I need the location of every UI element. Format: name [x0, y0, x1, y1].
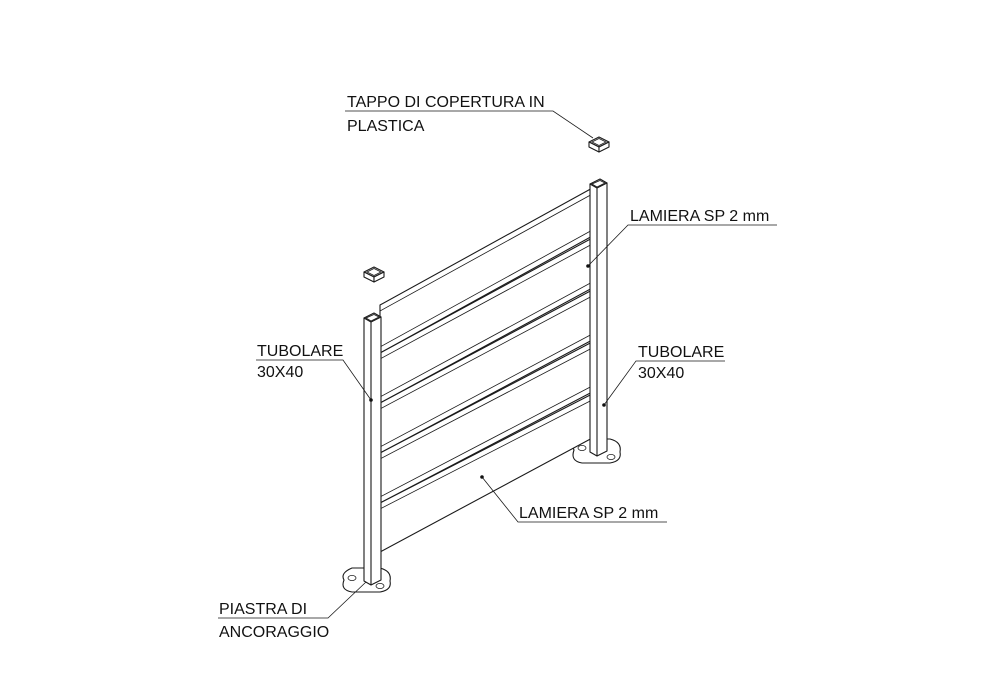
- label-tube-right-line2: 30X40: [638, 365, 684, 382]
- sheet-panels: [379, 185, 597, 553]
- label-cap-line1: TAPPO DI COPERTURA IN: [347, 94, 545, 111]
- plastic-cap-right: [588, 136, 610, 153]
- label-sheet-bottom: LAMIERA SP 2 mm: [519, 505, 658, 522]
- label-plate-line2: ANCORAGGIO: [219, 624, 329, 641]
- post-left: [363, 312, 382, 586]
- label-tube-left-line2: 30X40: [257, 364, 303, 381]
- label-sheet-top: LAMIERA SP 2 mm: [630, 208, 769, 225]
- label-plate-line1: PIASTRA DI: [219, 601, 307, 618]
- leader-lines: [218, 110, 777, 619]
- post-right: [589, 178, 608, 457]
- label-cap-line2: PLASTICA: [347, 118, 425, 135]
- label-tube-right-line1: TUBOLARE: [638, 344, 724, 361]
- plastic-cap-left: [363, 266, 385, 283]
- label-tube-left-line1: TUBOLARE: [257, 343, 343, 360]
